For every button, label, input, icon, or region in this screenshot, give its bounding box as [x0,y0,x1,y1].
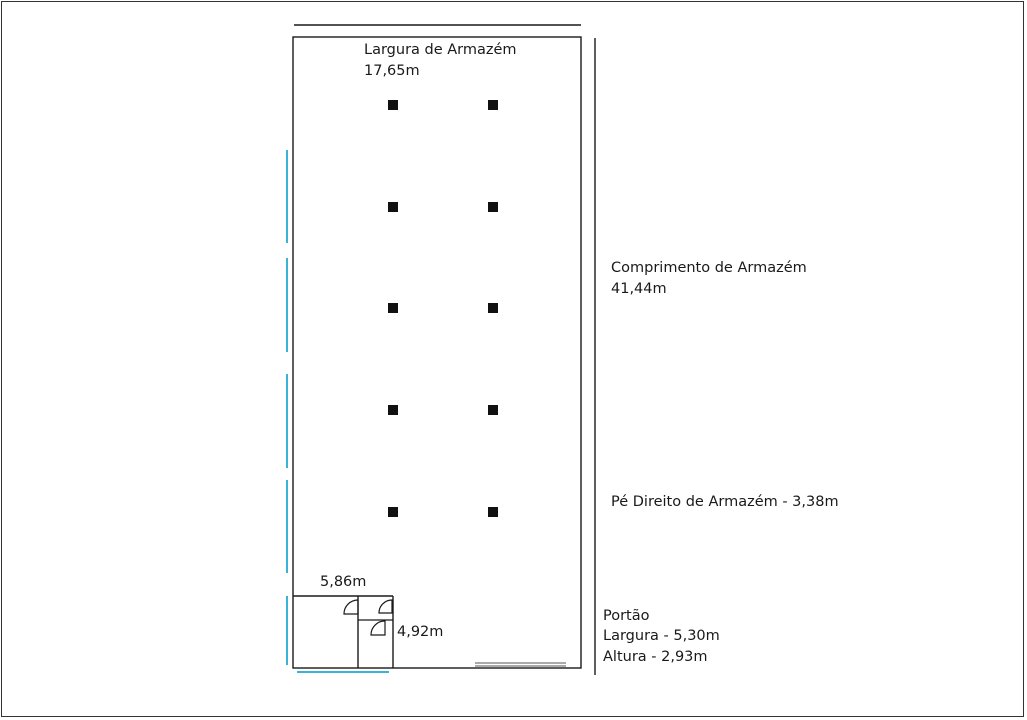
length-label: Comprimento de Armazém [611,260,807,276]
pillar [488,100,498,110]
pillar [388,202,398,212]
warehouse-outline [292,36,582,669]
width-label: Largura de Armazém [364,42,517,58]
door-swing [370,620,386,636]
gate-width: Largura - 5,30m [603,628,720,644]
pillar [488,303,498,313]
door-swing [343,599,359,615]
pillar [388,507,398,517]
door-swing [378,599,393,614]
pillar [388,405,398,415]
pillar [388,303,398,313]
gate [475,662,566,667]
pillar [488,507,498,517]
ceiling-height-label: Pé Direito de Armazém - 3,38m [611,494,839,510]
doors [343,599,393,636]
gate-title: Portão [603,608,650,624]
pillars [388,100,498,517]
gate-height: Altura - 2,93m [603,649,708,665]
pillar [488,202,498,212]
room-depth-label: 4,92m [397,624,444,640]
pillar [488,405,498,415]
length-value: 41,44m [611,281,667,297]
width-value: 17,65m [364,63,420,79]
pillar [388,100,398,110]
office-rooms [293,595,394,668]
room-width-label: 5,86m [320,574,367,590]
